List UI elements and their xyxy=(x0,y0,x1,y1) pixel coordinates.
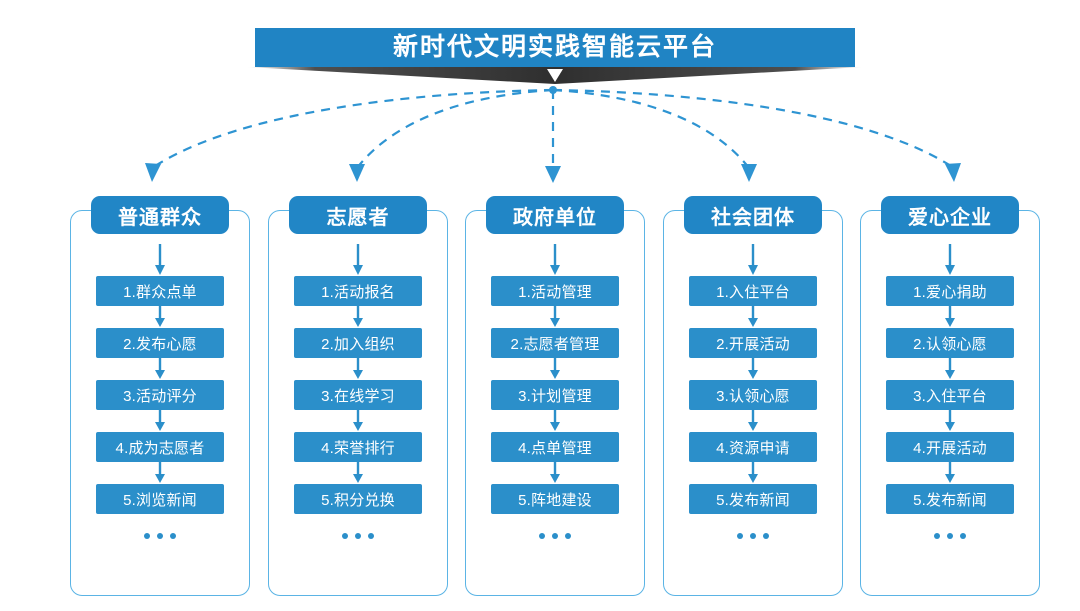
more-indicator xyxy=(737,528,769,544)
column-header-1[interactable]: 志愿者 xyxy=(289,196,427,234)
dot-icon xyxy=(342,533,348,539)
connector-arrow-4 xyxy=(552,88,750,169)
list-item[interactable]: 5.发布新闻 xyxy=(886,484,1014,514)
list-item[interactable]: 2.加入组织 xyxy=(294,328,422,358)
arrow-down-icon xyxy=(353,306,363,327)
banner-bar xyxy=(255,28,855,67)
column-body-2: 1.活动管理 2.志愿者管理 3.计划管理 4.点单管理 5.阵地建设 xyxy=(465,244,645,544)
list-item[interactable]: 4.开展活动 xyxy=(886,432,1014,462)
arrow-down-icon xyxy=(550,306,560,327)
page-title: 新时代文明实践智能云平台 xyxy=(392,33,717,61)
arrow-down-icon xyxy=(155,306,165,327)
dot-icon xyxy=(763,533,769,539)
arrow-down-icon xyxy=(945,410,955,431)
list-item[interactable]: 5.浏览新闻 xyxy=(96,484,224,514)
platform-title-banner: 新时代文明实践智能云平台 xyxy=(247,28,863,90)
list-item[interactable]: 2.志愿者管理 xyxy=(491,328,619,358)
dot-icon xyxy=(157,533,163,539)
column-body-0: 1.群众点单 2.发布心愿 3.活动评分 4.成为志愿者 5.浏览新闻 xyxy=(70,244,250,544)
list-item[interactable]: 2.发布心愿 xyxy=(96,328,224,358)
list-item[interactable]: 1.活动管理 xyxy=(491,276,619,306)
connector-arrow-2 xyxy=(356,88,554,169)
arrow-down-icon xyxy=(748,244,758,275)
list-item[interactable]: 4.点单管理 xyxy=(491,432,619,462)
dot-icon xyxy=(144,533,150,539)
list-item[interactable]: 2.认领心愿 xyxy=(886,328,1014,358)
connector-arrowhead-4 xyxy=(741,164,757,182)
role-columns: 普通群众 志愿者 政府单位 社会团体 爱心企业 1.群众点单 2.发布心愿 3.… xyxy=(0,196,1080,596)
column-body-1: 1.活动报名 2.加入组织 3.在线学习 4.荣誉排行 5.积分兑换 xyxy=(268,244,448,544)
dot-icon xyxy=(750,533,756,539)
list-item[interactable]: 5.阵地建设 xyxy=(491,484,619,514)
more-indicator xyxy=(342,528,374,544)
list-item[interactable]: 1.入住平台 xyxy=(689,276,817,306)
column-body-3: 1.入住平台 2.开展活动 3.认领心愿 4.资源申请 5.发布新闻 xyxy=(663,244,843,544)
arrow-down-icon xyxy=(550,244,560,275)
column-header-4[interactable]: 爱心企业 xyxy=(881,196,1019,234)
list-item[interactable]: 4.成为志愿者 xyxy=(96,432,224,462)
arrow-down-icon xyxy=(945,462,955,483)
column-header-0[interactable]: 普通群众 xyxy=(91,196,229,234)
arrow-down-icon xyxy=(155,462,165,483)
dot-icon xyxy=(934,533,940,539)
more-indicator xyxy=(539,528,571,544)
list-item[interactable]: 5.积分兑换 xyxy=(294,484,422,514)
arrow-down-icon xyxy=(748,306,758,327)
arrow-down-icon xyxy=(353,410,363,431)
list-item[interactable]: 1.活动报名 xyxy=(294,276,422,306)
arrow-down-icon xyxy=(748,462,758,483)
arrow-down-icon xyxy=(353,358,363,379)
dot-icon xyxy=(539,533,545,539)
connector-arrow-1 xyxy=(151,88,554,169)
list-item[interactable]: 3.在线学习 xyxy=(294,380,422,410)
column-header-2[interactable]: 政府单位 xyxy=(486,196,624,234)
more-indicator xyxy=(144,528,176,544)
arrow-down-icon xyxy=(155,244,165,275)
dot-icon xyxy=(960,533,966,539)
arrow-down-icon xyxy=(550,462,560,483)
list-item[interactable]: 3.入住平台 xyxy=(886,380,1014,410)
banner-ribbon-shadow xyxy=(247,67,863,84)
dot-icon xyxy=(368,533,374,539)
arrow-down-icon xyxy=(945,244,955,275)
column-body-4: 1.爱心捐助 2.认领心愿 3.入住平台 4.开展活动 5.发布新闻 xyxy=(860,244,1040,544)
connector-arrowhead-3 xyxy=(545,166,561,183)
more-indicator xyxy=(934,528,966,544)
connector-arrowhead-1 xyxy=(145,163,161,182)
dot-icon xyxy=(737,533,743,539)
list-item[interactable]: 2.开展活动 xyxy=(689,328,817,358)
dot-icon xyxy=(355,533,361,539)
arrow-down-icon xyxy=(155,410,165,431)
dot-icon xyxy=(170,533,176,539)
arrow-down-icon xyxy=(353,244,363,275)
list-item[interactable]: 4.荣誉排行 xyxy=(294,432,422,462)
list-item[interactable]: 5.发布新闻 xyxy=(689,484,817,514)
list-item[interactable]: 3.认领心愿 xyxy=(689,380,817,410)
connector-arrowhead-5 xyxy=(945,163,961,182)
arrow-down-icon xyxy=(550,410,560,431)
arrow-down-icon xyxy=(550,358,560,379)
dot-icon xyxy=(552,533,558,539)
list-item[interactable]: 1.群众点单 xyxy=(96,276,224,306)
list-item[interactable]: 3.计划管理 xyxy=(491,380,619,410)
triangle-down-icon xyxy=(547,69,563,82)
arrow-down-icon xyxy=(353,462,363,483)
list-item[interactable]: 1.爱心捐助 xyxy=(886,276,1014,306)
arrow-down-icon xyxy=(748,410,758,431)
list-item[interactable]: 3.活动评分 xyxy=(96,380,224,410)
connector-arrow-5 xyxy=(552,88,955,169)
connector-arrowhead-2 xyxy=(349,164,365,182)
column-header-3[interactable]: 社会团体 xyxy=(684,196,822,234)
arrow-down-icon xyxy=(945,358,955,379)
arrow-down-icon xyxy=(748,358,758,379)
arrow-down-icon xyxy=(945,306,955,327)
list-item[interactable]: 4.资源申请 xyxy=(689,432,817,462)
arrow-down-icon xyxy=(155,358,165,379)
dot-icon xyxy=(565,533,571,539)
dot-icon xyxy=(947,533,953,539)
